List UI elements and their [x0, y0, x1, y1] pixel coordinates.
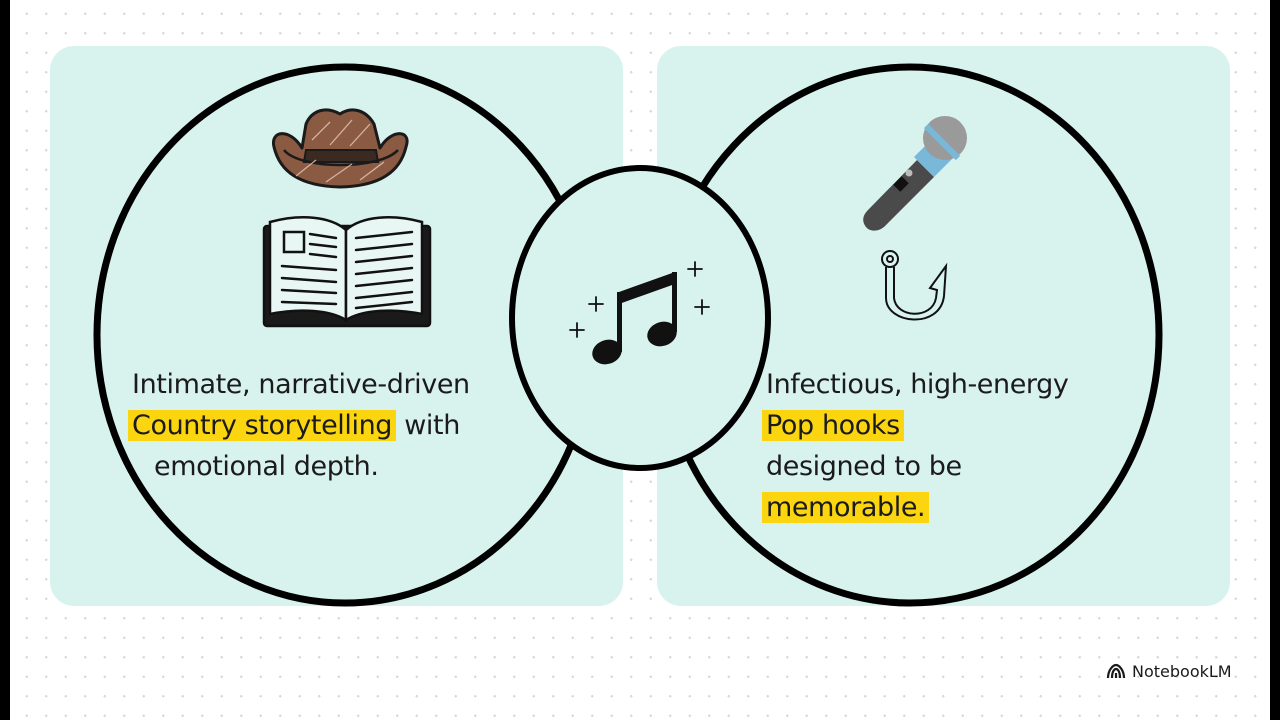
right-highlight-1: Pop hooks — [762, 410, 904, 441]
right-caption-line1: Infectious, high-energy — [766, 369, 1069, 400]
left-caption: Intimate, narrative-driven Country story… — [128, 364, 470, 487]
microphone-icon — [863, 116, 967, 231]
brand-label: NotebookLM — [1132, 661, 1232, 681]
left-caption-line1: Intimate, narrative-driven — [132, 369, 470, 400]
music-notes-sparkle-icon — [569, 261, 710, 365]
notebooklm-branding: NotebookLM — [1106, 658, 1232, 684]
right-caption: Infectious, high-energy Pop hooks design… — [762, 364, 1069, 528]
right-caption-line3: designed to be — [766, 451, 962, 482]
fish-hook-icon — [881, 250, 948, 321]
cowboy-hat-icon — [272, 108, 409, 189]
notebooklm-logo-icon — [1106, 663, 1126, 679]
left-caption-line3: emotional depth. — [154, 451, 379, 482]
left-highlight: Country storytelling — [128, 410, 397, 441]
left-caption-after-highlight: with — [396, 410, 460, 441]
open-book-icon — [262, 216, 432, 328]
center-circle — [509, 165, 771, 471]
right-highlight-2: memorable. — [762, 492, 930, 523]
